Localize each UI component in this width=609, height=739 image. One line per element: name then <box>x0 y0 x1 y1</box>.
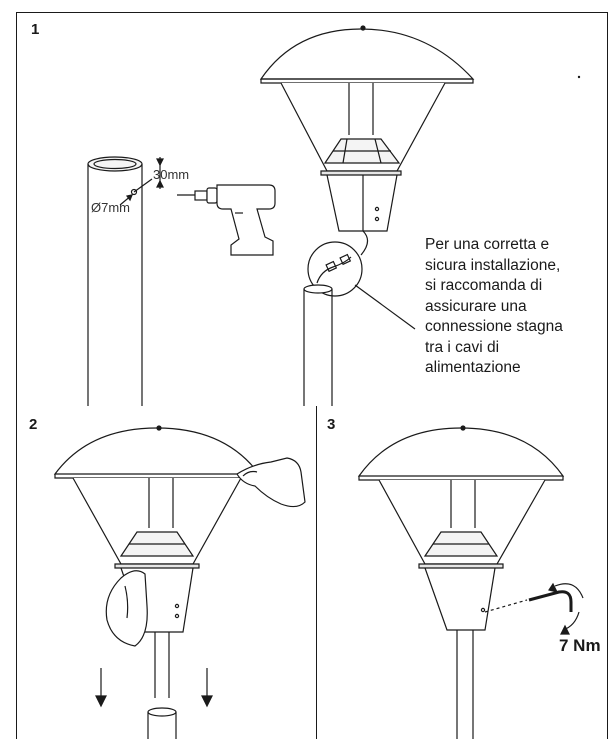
dimension-marks <box>119 157 164 206</box>
note-line: si raccomanda di <box>425 277 543 294</box>
diameter-label: Ø7mm <box>91 200 130 215</box>
note-line: connessione stagna <box>425 318 563 335</box>
note-line: Per una corretta e <box>425 236 550 253</box>
step-3-panel: 3 <box>316 406 608 739</box>
installation-note: Per una corretta e sicura installazione,… <box>425 235 600 379</box>
step-number: 2 <box>29 416 38 433</box>
note-line: sicura installazione, <box>425 256 561 274</box>
note-line: assicurare una <box>425 297 527 315</box>
step-1-panel: 1 <box>16 12 608 408</box>
torque-label: 7 Nm <box>559 636 601 655</box>
step-2-panel: 2 <box>16 406 318 739</box>
step-3-illustration <box>357 425 584 739</box>
step-number: 3 <box>327 416 336 433</box>
lamp-icon <box>53 425 261 739</box>
note-line: tra i cavi di <box>425 338 500 356</box>
lamp-icon <box>357 425 565 739</box>
step-number: 1 <box>31 21 40 38</box>
allen-key-icon <box>484 582 584 635</box>
step-2-illustration <box>53 425 306 739</box>
note-line: alimentazione <box>425 359 521 376</box>
drill-icon <box>177 184 276 256</box>
hand-icon <box>105 457 306 647</box>
depth-label: 30mm <box>153 167 190 182</box>
pole-icon <box>87 156 143 407</box>
lamp-icon <box>259 25 581 407</box>
arrow-down-icon <box>95 668 213 708</box>
step-1-illustration <box>87 25 581 407</box>
